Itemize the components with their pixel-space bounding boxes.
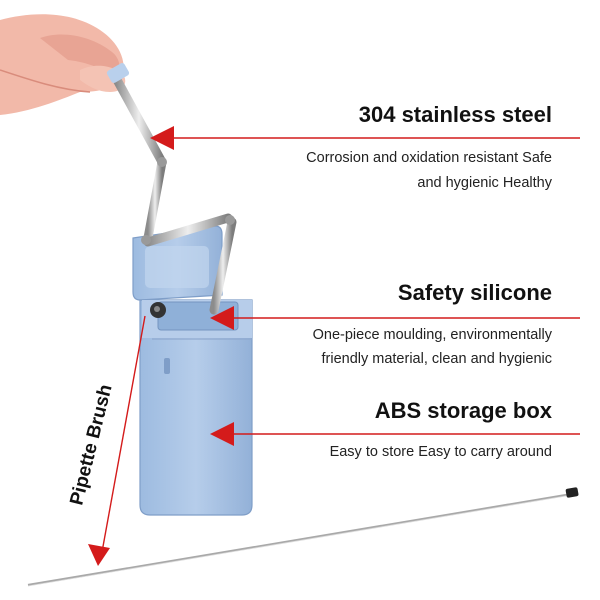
- feature-title-box: ABS storage box: [374, 398, 552, 423]
- folded-straw: [106, 63, 237, 315]
- pipette-brush: [27, 487, 579, 587]
- storage-box: [132, 225, 253, 516]
- feature-desc-steel-line2: and hygienic Healthy: [417, 175, 552, 191]
- feature-title-silicone: Safety silicone: [397, 280, 552, 305]
- hand-illustration: [0, 14, 126, 115]
- feature-title-steel: 304 stainless steel: [358, 102, 552, 127]
- feature-desc-steel-line1: Corrosion and oxidation resistant Safe: [306, 150, 552, 166]
- feature-desc-silicone-line1: One-piece moulding, environmentally: [312, 327, 552, 343]
- feature-desc-box-line1: Easy to store Easy to carry around: [329, 444, 552, 460]
- pointer-arrows: [88, 126, 580, 566]
- feature-desc-silicone-line2: friendly material, clean and hygienic: [321, 351, 552, 367]
